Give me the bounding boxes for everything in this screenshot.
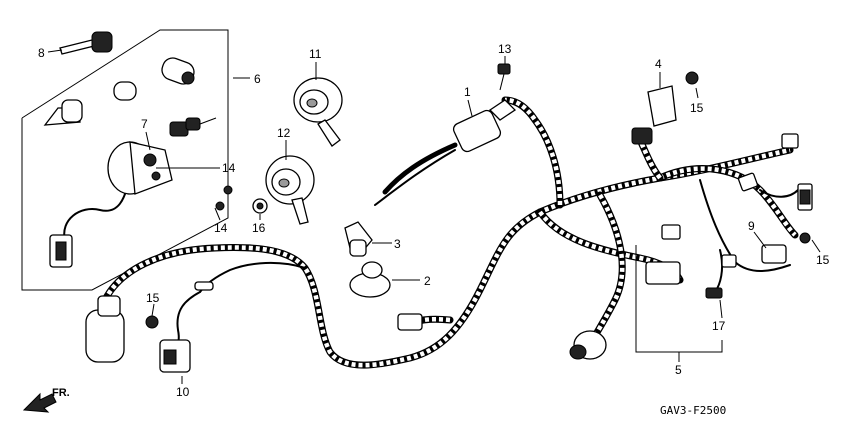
callout-12: 12	[277, 126, 291, 140]
callout-14-lower: 14	[214, 221, 228, 235]
callout-2: 2	[424, 274, 431, 288]
screws-14	[215, 185, 233, 211]
connector-9-part	[721, 232, 811, 268]
callout-13: 13	[498, 42, 512, 56]
relay-part	[631, 85, 677, 145]
grommet-part	[349, 261, 391, 298]
fuse-holder-part	[645, 261, 723, 299]
diagram-code: GAV3-F2500	[660, 404, 726, 417]
callout-labels: 8 6 7 14 14 11 12 16 1 13 4 15 3 2 9 15 …	[38, 42, 830, 417]
callout-15-right: 15	[816, 253, 830, 267]
callout-15-left: 15	[146, 291, 160, 305]
callout-5: 5	[675, 363, 682, 377]
callout-7: 7	[141, 117, 148, 131]
callout-3: 3	[394, 237, 401, 251]
bolt-15-upper	[685, 71, 699, 85]
mid-connector	[397, 313, 423, 331]
callout-11: 11	[309, 47, 322, 61]
callout-9: 9	[748, 219, 755, 233]
key-part	[59, 31, 113, 55]
callout-6: 6	[254, 72, 261, 86]
plug-cap-part	[344, 221, 373, 257]
lock-cylinders	[43, 57, 195, 126]
ignition-coil-part	[382, 99, 517, 195]
callout-10: 10	[176, 385, 190, 399]
bulb-socket-left	[85, 295, 125, 363]
main-wire-harness	[101, 96, 799, 369]
callout-8: 8	[38, 46, 45, 60]
front-direction-label: FR.	[52, 387, 70, 399]
callout-15-upper: 15	[690, 101, 704, 115]
thin-wires	[63, 149, 799, 349]
horn-lower-part	[265, 155, 315, 225]
callout-1: 1	[464, 85, 471, 99]
small-connector-top	[194, 281, 214, 291]
connector-10-part	[145, 315, 191, 373]
nut-16	[252, 198, 268, 214]
callout-14-upper: 14	[222, 161, 236, 175]
bolt-13	[497, 63, 511, 91]
callout-4: 4	[655, 57, 662, 71]
ignition-switch-kit-outline	[21, 29, 229, 291]
callout-16: 16	[252, 221, 266, 235]
callout-17: 17	[712, 319, 726, 333]
bulb-socket-right	[569, 330, 607, 360]
front-direction-arrow	[22, 392, 57, 413]
horn-upper-part	[293, 77, 343, 147]
leader-lines	[47, 49, 821, 384]
ignition-switch-part	[49, 117, 217, 268]
right-connectors	[661, 133, 813, 240]
